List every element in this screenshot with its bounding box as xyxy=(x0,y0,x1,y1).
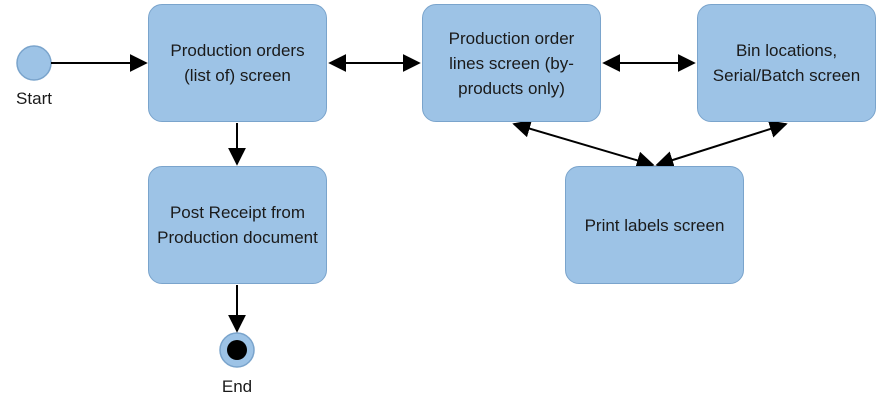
start-node xyxy=(16,45,52,81)
post-receipt-label: Post Receipt from Production document xyxy=(157,203,318,247)
print-labels-node: Print labels screen xyxy=(565,166,744,284)
end-node-dot xyxy=(227,340,247,360)
edge-bin-locations-to-print-labels xyxy=(655,120,788,169)
print-labels-label: Print labels screen xyxy=(584,215,725,235)
production-order-lines-node: Production order lines screen (by-produc… xyxy=(422,4,601,122)
edge-order-lines-to-print-labels xyxy=(512,119,655,170)
post-receipt-node: Post Receipt from Production document xyxy=(148,166,327,284)
production-order-lines-label: Production order lines screen (by-produc… xyxy=(448,28,575,98)
production-orders-label: Production orders (list of) screen xyxy=(170,41,305,85)
bin-locations-label: Bin locations, Serial/Batch screen xyxy=(712,41,861,85)
production-orders-node: Production orders (list of) screen xyxy=(148,4,327,122)
bin-locations-node: Bin locations, Serial/Batch screen xyxy=(697,4,876,122)
end-label: End xyxy=(221,377,253,396)
start-label: Start xyxy=(16,89,52,108)
